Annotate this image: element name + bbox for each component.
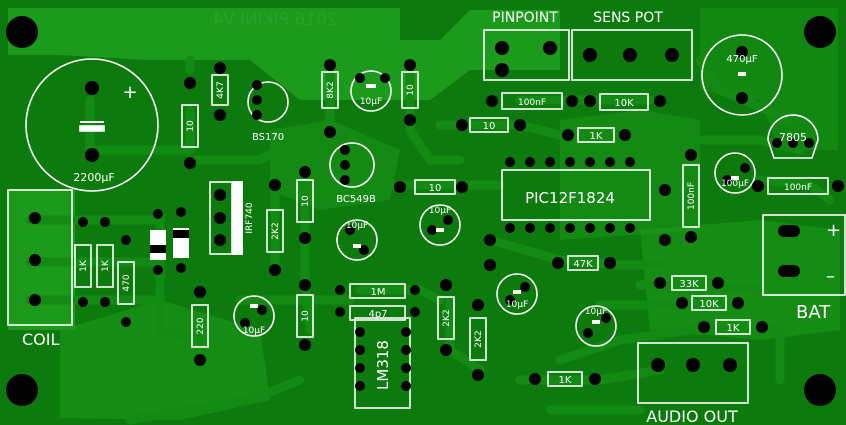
label-r-10-b: 10 — [406, 84, 416, 96]
label-c-2200: 2200µF — [73, 171, 114, 184]
label-bc549b: BC549B — [336, 194, 376, 205]
label-bs170: BS170 — [252, 132, 284, 143]
label-irf740: IRF740 — [245, 202, 255, 234]
label-r-2k2-c: 2K2 — [474, 330, 484, 347]
label-c-470u: 470µF — [726, 54, 757, 65]
mounting-hole-bl — [6, 374, 38, 406]
label-r-10k-b: 10K — [699, 299, 719, 310]
label-c-10u-f: 10µF — [585, 307, 607, 317]
label-bat-minus: – — [826, 266, 835, 287]
label-r-470: 470 — [122, 274, 132, 291]
label-r-1k-d: 1K — [727, 323, 740, 334]
label-r-220: 220 — [196, 317, 206, 334]
label-pic: PIC12F1824 — [525, 189, 615, 207]
label-r-1k-a: 1K — [79, 259, 89, 272]
label-r-10-f: 10 — [483, 121, 496, 132]
board-title-ghost: 2016 PIKINI V4 — [212, 10, 338, 30]
label-r-33k: 33K — [679, 279, 699, 290]
cap-polarity-marks — [250, 72, 746, 324]
label-pinpoint: PINPOINT — [492, 10, 558, 26]
label-r-1k-e: 1K — [559, 375, 572, 386]
silkscreen — [7, 29, 846, 409]
label-r-4k7: 4K7 — [216, 81, 226, 98]
label-c-100u: 100µF — [721, 179, 749, 189]
label-c-100n-c: 100nF — [784, 183, 812, 193]
bat-terminal-pads — [778, 225, 800, 277]
label-r-47k: 47K — [573, 259, 593, 270]
label-bat: BAT — [796, 302, 831, 323]
label-r-2k2-a: 2K2 — [271, 222, 281, 239]
label-r-10-c: 10 — [301, 195, 311, 207]
silkscreen-labels: PINPOINT SENS POT COIL BAT + – AUDIO OUT… — [22, 10, 841, 425]
label-r-1k-b: 1K — [101, 259, 111, 272]
label-c-10u-e: 10µF — [506, 300, 528, 310]
label-sens-pot: SENS POT — [593, 10, 663, 26]
label-r-10-a: 10 — [186, 120, 196, 132]
mounting-hole-tr — [804, 16, 836, 48]
label-r-10k-a: 10K — [614, 98, 634, 109]
label-lm318: LM318 — [374, 340, 392, 390]
label-7805: 7805 — [779, 131, 807, 144]
pads — [29, 41, 844, 391]
label-r-10-d: 10 — [301, 310, 311, 322]
label-r-1k-c: 1K — [590, 131, 603, 142]
mounting-hole-tl — [6, 16, 38, 48]
mounting-holes — [6, 16, 836, 406]
label-r-2k2-b: 2K2 — [442, 309, 452, 326]
label-audio-out: AUDIO OUT — [646, 407, 738, 425]
label-bat-plus: + — [826, 220, 841, 241]
mounting-hole-br — [804, 374, 836, 406]
label-c-2200-plus: + — [122, 82, 137, 103]
label-r-1m: 1M — [371, 287, 386, 298]
label-c-100n-b: 100nF — [687, 182, 697, 210]
label-coil: COIL — [22, 330, 59, 349]
label-c-10u-a: 10µF — [360, 97, 382, 107]
label-c-100n-a: 100nF — [518, 98, 546, 108]
label-c-4p7: 4p7 — [368, 309, 387, 320]
label-c-10u-c: 10µF — [429, 206, 451, 216]
electrolytic-caps — [233, 70, 756, 347]
label-r-8k2: 8K2 — [326, 81, 336, 98]
label-c-10u-b: 10µF — [346, 221, 368, 231]
diodes — [150, 228, 189, 260]
label-r-10-e: 10 — [429, 183, 442, 194]
resistor-bodies — [74, 71, 829, 387]
label-c-10u-d: 10µF — [243, 326, 265, 336]
